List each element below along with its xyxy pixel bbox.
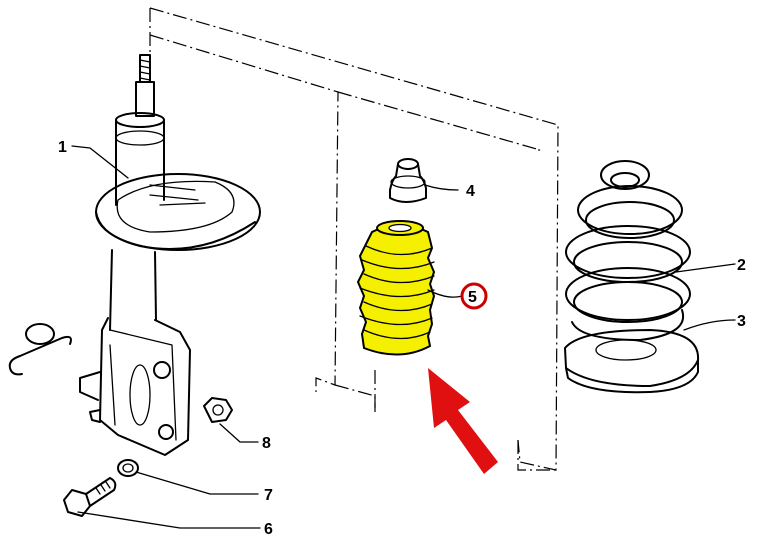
callout-3: 3 — [737, 313, 746, 330]
washer-drawing — [117, 459, 139, 477]
callout-7: 7 — [264, 487, 273, 504]
callout-4: 4 — [466, 183, 475, 200]
callout-8: 8 — [262, 435, 271, 452]
assembly-outline — [149, 7, 559, 471]
bump-stop-drawing — [389, 158, 427, 203]
callout-5: 5 — [468, 289, 477, 306]
strut-drawing — [8, 54, 261, 456]
nut-drawing — [203, 397, 233, 423]
leader-lines — [71, 145, 736, 529]
callout-6: 6 — [264, 521, 273, 537]
coil-spring-drawing — [565, 160, 691, 341]
callout-labels: 1 2 3 4 5 6 7 8 — [58, 139, 746, 537]
callout-2: 2 — [737, 257, 746, 274]
callout-1: 1 — [58, 139, 67, 156]
dust-boot-drawing — [356, 220, 436, 356]
bolt-drawing — [63, 477, 117, 517]
spring-seat-drawing — [564, 329, 700, 394]
red-pointer-arrow-icon — [428, 368, 498, 474]
callout-5-highlight-ring — [460, 282, 488, 310]
